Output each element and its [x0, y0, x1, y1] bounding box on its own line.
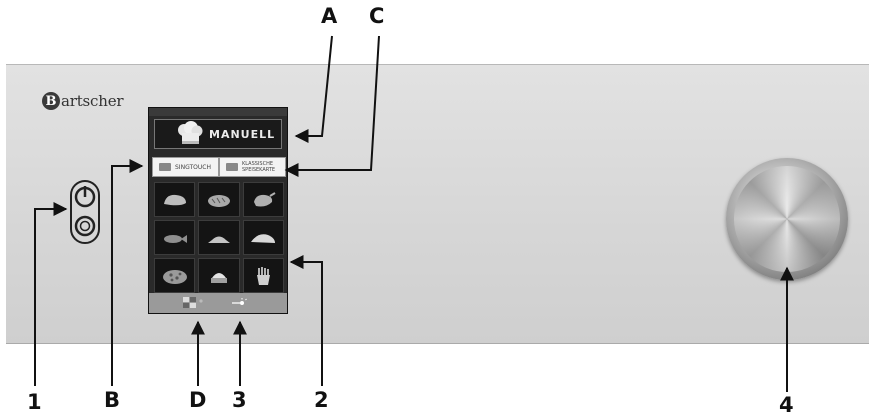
meat-icon: [163, 194, 186, 205]
program-tile-fish[interactable]: [154, 220, 196, 255]
pizza-icon: [162, 269, 187, 284]
program-tile-baked[interactable]: [242, 220, 284, 255]
touch-screen[interactable]: MANUELL SINGTOUCH KLASSISCHE SPEISEKARTE: [148, 107, 288, 314]
singtouch-icon: [159, 163, 171, 171]
program-tile-pizza[interactable]: [154, 258, 196, 293]
program-tile-meat[interactable]: [154, 182, 196, 217]
program-tile-vegetables[interactable]: [198, 220, 240, 255]
power-icon: [74, 186, 96, 208]
standby-ring-icon: [74, 215, 96, 237]
tab-menu-line2: SPEISEKARTE: [242, 167, 276, 173]
callout-label-3: 3: [232, 388, 247, 412]
poultry-icon: [254, 191, 276, 206]
fries-icon: [257, 266, 271, 285]
tab-menu-label: KLASSISCHE SPEISEKARTE: [242, 161, 275, 173]
light-icon[interactable]: [232, 298, 247, 305]
menu-book-icon: [226, 163, 238, 171]
callout-label-1: 1: [27, 390, 42, 414]
callout-line-b: [111, 159, 144, 386]
rotary-knob[interactable]: [726, 158, 848, 280]
callout-label-c: C: [369, 4, 385, 28]
callout-label-d: D: [189, 388, 207, 412]
fish-icon: [163, 234, 187, 243]
callout-line-1: [34, 202, 68, 386]
logo-text: artscher: [61, 92, 124, 110]
callout-label-b: B: [104, 388, 121, 412]
bottom-toolbar: [149, 293, 287, 313]
knob-face: [734, 166, 840, 272]
mode-tab-bar: SINGTOUCH KLASSISCHE SPEISEKARTE: [152, 157, 286, 177]
settings-grid-icon[interactable]: [183, 297, 203, 308]
status-bar: [149, 108, 287, 116]
bread-icon: [207, 194, 230, 207]
callout-line-c: [284, 35, 380, 177]
chef-hat-icon: [178, 121, 203, 144]
callout-label-4: 4: [779, 393, 794, 417]
program-tile-fries[interactable]: [242, 258, 284, 293]
vegetables-icon: [207, 236, 230, 243]
baked-goods-icon: [251, 233, 276, 243]
manual-label: MANUELL: [209, 127, 276, 141]
callout-line-a: [294, 35, 333, 143]
tab-menu[interactable]: KLASSISCHE SPEISEKARTE: [219, 157, 286, 177]
program-tile-dessert[interactable]: [198, 258, 240, 293]
program-tile-poultry[interactable]: [242, 182, 284, 217]
program-tile-bread[interactable]: [198, 182, 240, 217]
callout-label-2: 2: [314, 388, 329, 412]
tab-singtouch-label: SINGTOUCH: [175, 163, 211, 171]
power-switch[interactable]: [70, 180, 100, 244]
callout-label-a: A: [321, 4, 338, 28]
callout-line-2: [289, 255, 323, 386]
food-program-grid: [154, 182, 284, 293]
brand-logo: B artscher: [42, 90, 124, 112]
manual-mode-button[interactable]: MANUELL: [154, 119, 282, 149]
logo-mark: B: [42, 92, 60, 110]
tab-menu-line1: KLASSISCHE: [242, 161, 274, 167]
dessert-icon: [210, 272, 227, 283]
tab-singtouch[interactable]: SINGTOUCH: [152, 157, 219, 177]
